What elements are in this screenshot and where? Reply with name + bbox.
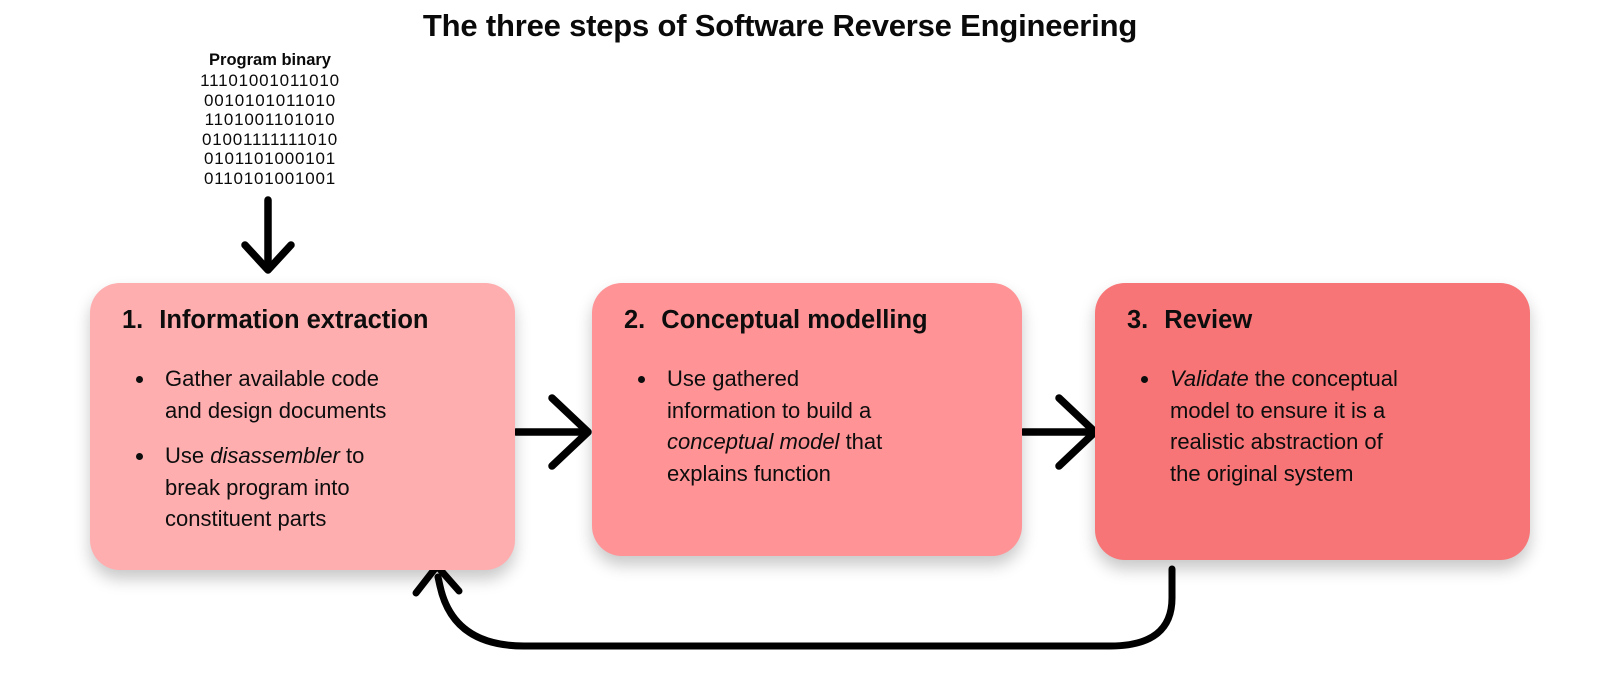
binary-line: 0110101001001 (203, 168, 337, 188)
right-arrow-icon (1019, 394, 1099, 470)
binary-line: 0010101011010 (203, 90, 337, 110)
step-heading: Information extraction (159, 306, 429, 334)
binary-line: 01001111111010 (202, 129, 338, 149)
bullet-dot (136, 453, 143, 460)
binary-line: 1101001101010 (204, 110, 336, 130)
binary-line: 0101101000101 (203, 149, 337, 169)
step-number: 2. (624, 306, 646, 334)
page-title: The three steps of Software Reverse Engi… (422, 8, 1138, 43)
program-binary-block: Program binary 11101001011010 0010101011… (168, 50, 372, 189)
step-heading-row: 1. Information extraction (122, 305, 483, 335)
right-arrow-icon (512, 394, 592, 470)
step-heading: Conceptual modelling (661, 306, 928, 334)
down-arrow-icon (241, 196, 295, 274)
step-heading: Review (1164, 306, 1253, 334)
loop-back-arrow-icon (412, 562, 1176, 650)
program-binary-label: Program binary (209, 51, 331, 69)
step-heading-row: 2. Conceptual modelling (624, 305, 990, 335)
step-number: 3. (1127, 306, 1149, 334)
step-heading-row: 3. Review (1127, 305, 1498, 335)
binary-line: 11101001011010 (200, 71, 340, 90)
bullet-dot (638, 376, 645, 383)
step-box-information-extraction: 1. Information extraction Gather availab… (90, 283, 515, 570)
bullet-dot (136, 376, 143, 383)
step-number: 1. (122, 306, 144, 334)
bullet-dot (1141, 376, 1148, 383)
